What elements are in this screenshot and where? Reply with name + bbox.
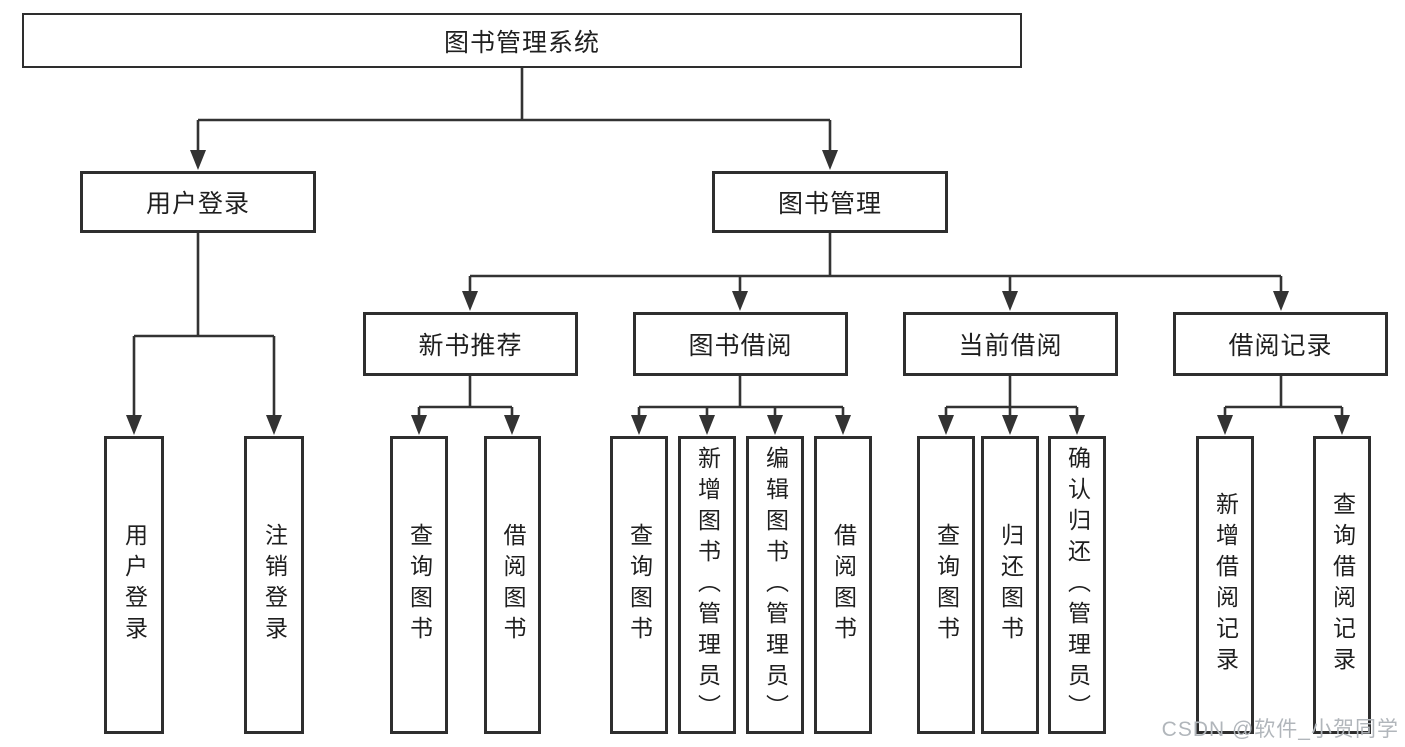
connector-borrow-records — [1217, 376, 1350, 435]
node-book-management: 图书管理 — [712, 171, 948, 233]
node-book-borrow-label: 图书借阅 — [688, 332, 793, 360]
node-new-book-recommend: 新书推荐 — [363, 312, 578, 376]
leaf-return-book-label: 归还图书 — [997, 523, 1024, 647]
node-current-borrow: 当前借阅 — [903, 312, 1118, 376]
leaf-query-book-3-label: 查询图书 — [933, 523, 960, 647]
leaf-query-borrow-record: 查询借阅记录 — [1313, 436, 1371, 734]
leaf-query-borrow-record-label: 查询借阅记录 — [1329, 492, 1356, 678]
node-library-system-label: 图书管理系统 — [443, 28, 600, 57]
leaf-add-borrow-record: 新增借阅记录 — [1196, 436, 1254, 734]
leaf-user-login: 用户登录 — [104, 436, 164, 734]
leaf-query-book-1-label: 查询图书 — [406, 523, 433, 647]
node-borrow-records: 借阅记录 — [1173, 312, 1388, 376]
leaf-edit-book-admin-label: 编辑图书（管理员） — [762, 445, 789, 725]
leaf-add-borrow-record-label: 新增借阅记录 — [1212, 492, 1239, 678]
leaf-borrow-book-1: 借阅图书 — [484, 436, 541, 734]
connector-book-mgmt — [462, 233, 1289, 311]
leaf-query-book-3: 查询图书 — [917, 436, 975, 734]
node-current-borrow-label: 当前借阅 — [958, 332, 1063, 360]
leaf-confirm-return-admin-label: 确认归还（管理员） — [1064, 445, 1091, 725]
leaf-borrow-book-1-label: 借阅图书 — [500, 523, 526, 647]
connector-root — [190, 68, 838, 170]
leaf-query-book-1: 查询图书 — [390, 436, 448, 734]
node-borrow-records-label: 借阅记录 — [1228, 332, 1333, 360]
leaf-borrow-book-2-label: 借阅图书 — [830, 523, 857, 647]
leaf-query-book-2: 查询图书 — [610, 436, 668, 734]
leaf-logout-label: 注销登录 — [261, 523, 288, 647]
leaf-edit-book-admin: 编辑图书（管理员） — [746, 436, 804, 734]
csdn-watermark: CSDN @软件_小贺同学 — [1161, 718, 1399, 741]
node-book-management-label: 图书管理 — [777, 190, 882, 218]
node-library-system: 图书管理系统 — [22, 13, 1022, 68]
leaf-logout: 注销登录 — [244, 436, 304, 734]
leaf-add-book-admin: 新增图书（管理员） — [678, 436, 736, 734]
leaf-user-login-label: 用户登录 — [121, 523, 148, 647]
leaf-add-book-admin-label: 新增图书（管理员） — [694, 445, 721, 725]
leaf-return-book: 归还图书 — [981, 436, 1039, 734]
leaf-confirm-return-admin: 确认归还（管理员） — [1048, 436, 1106, 734]
leaf-borrow-book-2: 借阅图书 — [814, 436, 872, 734]
connector-user-login — [126, 233, 282, 435]
node-user-login-label: 用户登录 — [145, 190, 250, 218]
node-book-borrow: 图书借阅 — [633, 312, 848, 376]
connector-new-book-rec — [411, 376, 520, 435]
connector-current-borrow — [938, 376, 1085, 435]
node-user-login: 用户登录 — [80, 171, 316, 233]
connector-book-borrow — [631, 376, 851, 435]
node-new-book-recommend-label: 新书推荐 — [418, 332, 523, 360]
leaf-query-book-2-label: 查询图书 — [626, 523, 653, 647]
